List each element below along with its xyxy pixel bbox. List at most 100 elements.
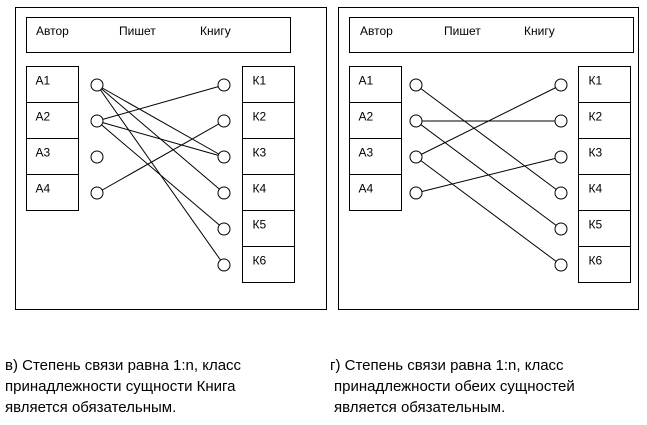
entity2-box-6 bbox=[578, 246, 631, 283]
link-2-1 bbox=[96, 84, 225, 122]
entity2-label-2: К2 bbox=[253, 110, 267, 124]
entity2-box-2 bbox=[578, 102, 631, 139]
diagram-1-frame bbox=[15, 7, 327, 310]
diagram-1-entity2-nodes bbox=[217, 78, 231, 272]
entity2-box-3 bbox=[578, 138, 631, 175]
entity1-box-2 bbox=[26, 102, 79, 139]
entity1-node-3 bbox=[90, 150, 104, 164]
entity1-label-1: А1 bbox=[36, 74, 51, 88]
caption-1-line-3: является обязательным. bbox=[5, 399, 177, 416]
caption-1-line-2: принадлежности сущности Книга bbox=[5, 378, 236, 395]
entity1-box-4 bbox=[26, 174, 79, 211]
entity1-box-1 bbox=[26, 66, 79, 103]
link-1-4 bbox=[415, 84, 562, 194]
entity2-node-6 bbox=[217, 258, 231, 272]
entity2-label-3: К3 bbox=[589, 146, 603, 160]
caption-1: в) Степень связи равна 1:n, класс принад… bbox=[5, 355, 305, 418]
entity1-box-4 bbox=[349, 174, 402, 211]
caption-2-line-2: принадлежности обеих сущностей bbox=[334, 378, 575, 395]
diagram-2-header-relation: Пишет bbox=[444, 24, 481, 38]
entity2-node-6 bbox=[554, 258, 568, 272]
caption-2-line-1: г) Степень связи равна 1:n, класс bbox=[330, 357, 564, 374]
diagram-2-links bbox=[415, 84, 562, 266]
link-4-2 bbox=[96, 120, 225, 194]
entity1-box-2 bbox=[349, 102, 402, 139]
entity1-label-1: А1 bbox=[359, 74, 374, 88]
entity1-node-4 bbox=[409, 186, 423, 200]
entity1-box-1 bbox=[349, 66, 402, 103]
entity1-node-2 bbox=[90, 114, 104, 128]
entity2-box-5 bbox=[242, 210, 295, 247]
diagram-1-entity1-nodes bbox=[90, 78, 104, 200]
diagram-1-header-box bbox=[26, 17, 291, 53]
entity2-node-2 bbox=[554, 114, 568, 128]
entity2-node-4 bbox=[554, 186, 568, 200]
entity1-node-1 bbox=[90, 78, 104, 92]
link-2-3 bbox=[96, 120, 225, 158]
entity1-node-4 bbox=[90, 186, 104, 200]
entity1-label-3: А3 bbox=[36, 146, 51, 160]
entity2-label-5: К5 bbox=[589, 218, 603, 232]
entity2-label-3: К3 bbox=[253, 146, 267, 160]
entity2-label-6: К6 bbox=[253, 254, 267, 268]
entity1-label-2: А2 bbox=[36, 110, 51, 124]
diagram-2-entity2-nodes bbox=[554, 78, 568, 272]
diagram-2-header-box bbox=[349, 17, 634, 53]
entity2-box-6 bbox=[242, 246, 295, 283]
entity2-node-5 bbox=[217, 222, 231, 236]
entity2-node-4 bbox=[217, 186, 231, 200]
entity2-box-1 bbox=[578, 66, 631, 103]
entity2-box-3 bbox=[242, 138, 295, 175]
entity2-node-1 bbox=[217, 78, 231, 92]
entity2-box-4 bbox=[578, 174, 631, 211]
entity2-box-4 bbox=[242, 174, 295, 211]
entity2-box-5 bbox=[578, 210, 631, 247]
entity2-label-4: К4 bbox=[253, 182, 267, 196]
entity2-label-5: К5 bbox=[253, 218, 267, 232]
entity2-label-2: К2 bbox=[589, 110, 603, 124]
diagram-2-frame bbox=[338, 7, 639, 310]
diagram-2-header-entity2: Книгу bbox=[524, 24, 555, 38]
diagram-1-header-relation: Пишет bbox=[119, 24, 156, 38]
diagram-2-entity1-nodes bbox=[409, 78, 423, 200]
entity1-box-3 bbox=[349, 138, 402, 175]
caption-2-line-3: является обязательным. bbox=[334, 399, 506, 416]
entity2-node-2 bbox=[217, 114, 231, 128]
link-2-5 bbox=[96, 120, 225, 230]
caption-1-line-1: в) Степень связи равна 1:n, класс bbox=[5, 357, 242, 374]
entity2-node-1 bbox=[554, 78, 568, 92]
entity1-node-2 bbox=[409, 114, 423, 128]
entity1-label-2: А2 bbox=[359, 110, 374, 124]
entity2-label-6: К6 bbox=[589, 254, 603, 268]
entity1-label-4: А4 bbox=[359, 182, 374, 196]
entity1-box-3 bbox=[26, 138, 79, 175]
entity2-node-3 bbox=[554, 150, 568, 164]
entity2-label-1: К1 bbox=[589, 74, 603, 88]
entity2-box-2 bbox=[242, 102, 295, 139]
diagram-1-header-entity2: Книгу bbox=[200, 24, 231, 38]
entity1-label-3: А3 bbox=[359, 146, 374, 160]
entity2-box-1 bbox=[242, 66, 295, 103]
entity2-node-3 bbox=[217, 150, 231, 164]
link-3-6 bbox=[415, 156, 562, 266]
diagram-1-links bbox=[96, 84, 225, 266]
caption-2: г) Степень связи равна 1:n, класс принад… bbox=[330, 355, 630, 418]
entity2-label-1: К1 bbox=[253, 74, 267, 88]
link-1-3 bbox=[96, 84, 225, 158]
entity2-node-5 bbox=[554, 222, 568, 236]
link-4-3 bbox=[415, 156, 562, 194]
entity2-label-4: К4 bbox=[589, 182, 603, 196]
entity1-node-1 bbox=[409, 78, 423, 92]
link-3-1 bbox=[415, 84, 562, 158]
diagram-1-header-entity1: Автор bbox=[36, 24, 69, 38]
diagram-2-header-entity1: Автор bbox=[360, 24, 393, 38]
entity1-node-3 bbox=[409, 150, 423, 164]
entity1-label-4: А4 bbox=[36, 182, 51, 196]
